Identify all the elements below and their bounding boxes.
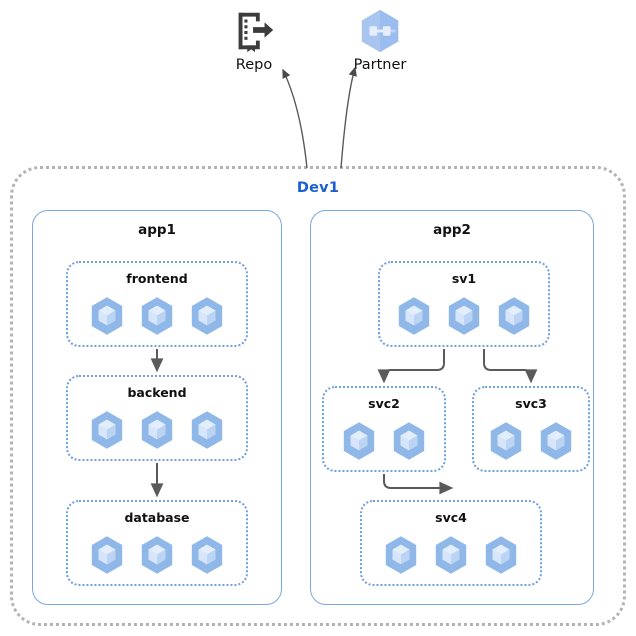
pod-icon[interactable] bbox=[89, 296, 125, 336]
pod-icon[interactable] bbox=[189, 296, 225, 336]
service-box-database[interactable]: database bbox=[66, 500, 248, 586]
pod-icon[interactable] bbox=[139, 296, 175, 336]
pod-row bbox=[68, 535, 246, 575]
service-title: frontend bbox=[126, 271, 188, 286]
pod-icon[interactable] bbox=[488, 421, 524, 461]
service-title: svc4 bbox=[435, 510, 467, 525]
service-box-frontend[interactable]: frontend bbox=[66, 261, 248, 347]
pod-icon[interactable] bbox=[496, 296, 532, 336]
pod-icon[interactable] bbox=[189, 410, 225, 450]
pod-icon[interactable] bbox=[89, 410, 125, 450]
pod-icon[interactable] bbox=[189, 535, 225, 575]
service-box-sv1[interactable]: sv1 bbox=[378, 261, 550, 347]
connector-cluster-to-partner bbox=[340, 66, 357, 169]
service-box-backend[interactable]: backend bbox=[66, 375, 248, 461]
external-node-repo[interactable]: Repo bbox=[199, 8, 309, 74]
app-title: app1 bbox=[138, 222, 176, 238]
pod-row bbox=[68, 410, 246, 450]
service-title: sv1 bbox=[451, 271, 477, 286]
pod-icon[interactable] bbox=[538, 421, 574, 461]
pod-row bbox=[362, 535, 540, 575]
repository-export-icon bbox=[231, 8, 277, 54]
external-node-label: Partner bbox=[353, 57, 407, 73]
pod-row bbox=[68, 296, 246, 336]
pod-row bbox=[474, 421, 588, 461]
service-box-svc3[interactable]: svc3 bbox=[472, 386, 590, 472]
external-node-label: Repo bbox=[235, 57, 273, 73]
app-title: app2 bbox=[433, 222, 471, 238]
pod-row bbox=[324, 421, 444, 461]
service-title: svc2 bbox=[368, 396, 400, 411]
partner-hexagon-icon bbox=[357, 8, 403, 54]
pod-row bbox=[380, 296, 548, 336]
cluster-title: Dev1 bbox=[296, 180, 340, 196]
pod-icon[interactable] bbox=[483, 535, 519, 575]
pod-icon[interactable] bbox=[433, 535, 469, 575]
service-title: backend bbox=[127, 385, 187, 400]
pod-icon[interactable] bbox=[89, 535, 125, 575]
pod-icon[interactable] bbox=[396, 296, 432, 336]
external-node-partner[interactable]: Partner bbox=[325, 8, 435, 74]
pod-icon[interactable] bbox=[383, 535, 419, 575]
cluster-boundary-dev1[interactable]: Dev1 bbox=[10, 166, 626, 626]
pod-icon[interactable] bbox=[139, 535, 175, 575]
service-title: svc3 bbox=[515, 396, 547, 411]
pod-icon[interactable] bbox=[341, 421, 377, 461]
service-box-svc4[interactable]: svc4 bbox=[360, 500, 542, 586]
connector-cluster-to-repo bbox=[282, 68, 308, 169]
pod-icon[interactable] bbox=[139, 410, 175, 450]
service-title: database bbox=[124, 510, 190, 525]
pod-icon[interactable] bbox=[391, 421, 427, 461]
pod-icon[interactable] bbox=[446, 296, 482, 336]
service-box-svc2[interactable]: svc2 bbox=[322, 386, 446, 472]
